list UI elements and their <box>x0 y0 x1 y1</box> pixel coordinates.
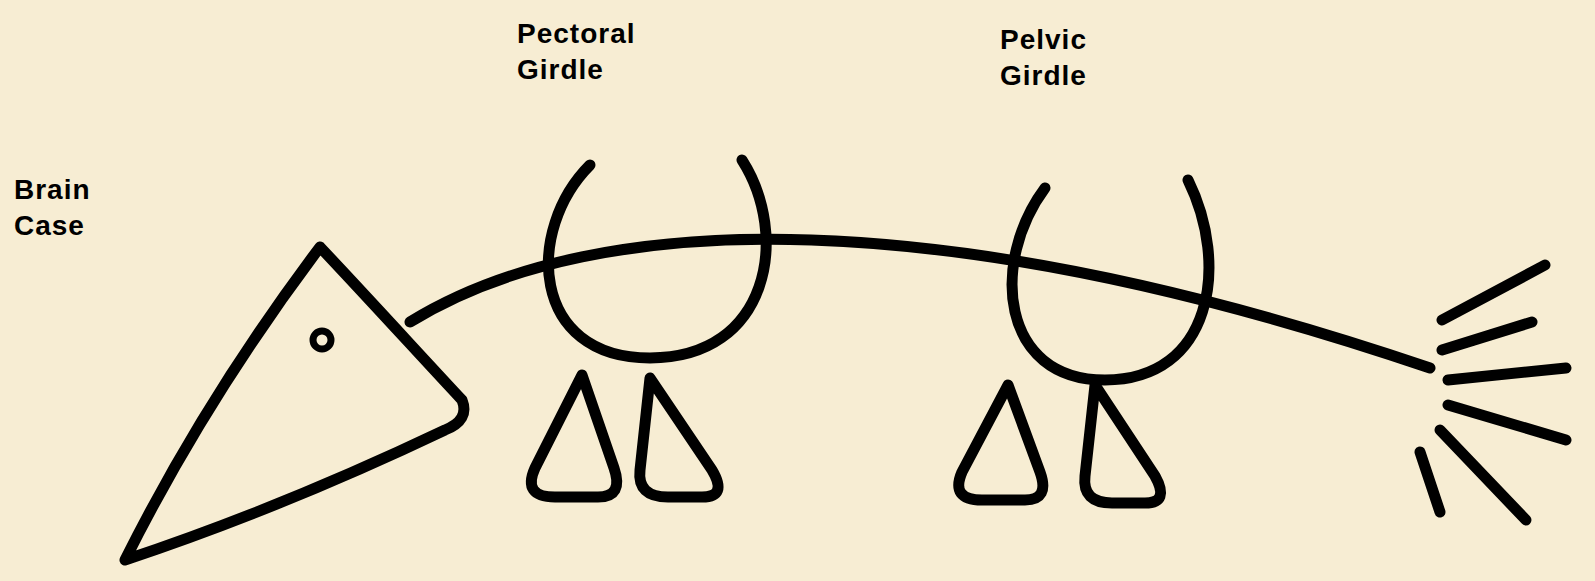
part-label: Pectoral Girdle <box>517 16 636 88</box>
eye <box>313 331 331 349</box>
limb-bone <box>640 378 718 497</box>
part-label: Pelvic Girdle <box>1000 22 1087 94</box>
spine <box>410 239 1430 368</box>
limb-bone <box>531 375 616 497</box>
limb-bone <box>1085 385 1161 503</box>
part-label: Brain Case <box>14 172 91 244</box>
pelvic-girdle <box>1012 180 1209 380</box>
limb-bone <box>959 385 1043 500</box>
tail-fin <box>1420 265 1566 520</box>
brain-case <box>125 247 464 560</box>
pectoral-girdle <box>548 160 766 358</box>
